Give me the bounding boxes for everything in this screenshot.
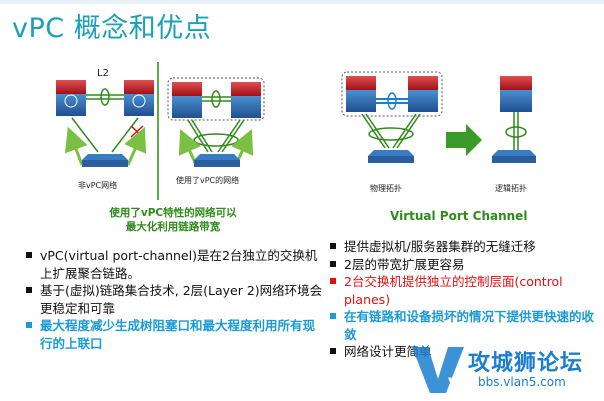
v5-logo-icon: V5 xyxy=(412,347,468,393)
switch-logical xyxy=(500,76,532,112)
top-bar xyxy=(0,0,604,4)
bullet-item: 网络设计更简单 xyxy=(328,343,600,361)
switch-access-left xyxy=(82,154,128,167)
vpc-title: Virtual Port Channel xyxy=(390,209,528,223)
label-non-vpc: 非vPC网络 xyxy=(78,181,118,190)
watermark-logo: V5 xyxy=(448,374,468,393)
label-logical: 逻辑拓扑 xyxy=(495,184,527,193)
bullet-item: 2台交换机提供独立的控制层面(control planes) xyxy=(328,273,600,308)
switch-phys-b xyxy=(408,76,438,112)
watermark-url: bbs.vlan5.com xyxy=(478,375,566,389)
caption-left: 使用了vPC特性的网络可以 最大化利用链路带宽 xyxy=(109,207,237,233)
bullet-item: 提供虚拟机/服务器集群的无缝迁移 xyxy=(328,238,600,256)
switch-top-left-a xyxy=(56,80,86,116)
switch-phys-access xyxy=(368,150,414,163)
switch-access-vpc xyxy=(194,154,240,167)
bullets-left: vPC(virtual port-channel)是在2台独立的交换机上扩展聚合… xyxy=(24,247,324,352)
bullet-item: 在有链路和设备损坏的情况下提供更快速的收敛 xyxy=(328,308,600,343)
switch-top-vpc-a xyxy=(172,82,202,118)
switch-logical-access xyxy=(492,150,536,163)
watermark-name: 攻城狮论坛 xyxy=(468,351,584,376)
switch-top-left-b xyxy=(124,80,154,116)
bullet-item: 最大程度减少生成树阻塞口和最大程度利用所有现行的上联口 xyxy=(24,317,324,352)
topology-diagrams xyxy=(56,62,536,200)
label-physical: 物理拓扑 xyxy=(370,184,402,193)
l2-label: L2 xyxy=(97,68,109,79)
transform-arrow xyxy=(446,124,482,156)
bullet-item: 2层的带宽扩展更容易 xyxy=(328,256,600,274)
watermark: V5 攻城狮论坛 bbs.vlan5.com xyxy=(408,339,598,397)
page-title: vPC 概念和优点 xyxy=(12,13,212,44)
label-vpc-network: 使用了vPC的网络 xyxy=(176,176,240,185)
switch-phys-a xyxy=(346,76,376,112)
bullet-item: vPC(virtual port-channel)是在2台独立的交换机上扩展聚合… xyxy=(24,247,324,282)
bullet-item: 基于(虚拟)链路集合技术, 2层(Layer 2)网络环境会更稳定和可靠 xyxy=(24,282,324,317)
switch-top-vpc-b xyxy=(231,82,261,118)
